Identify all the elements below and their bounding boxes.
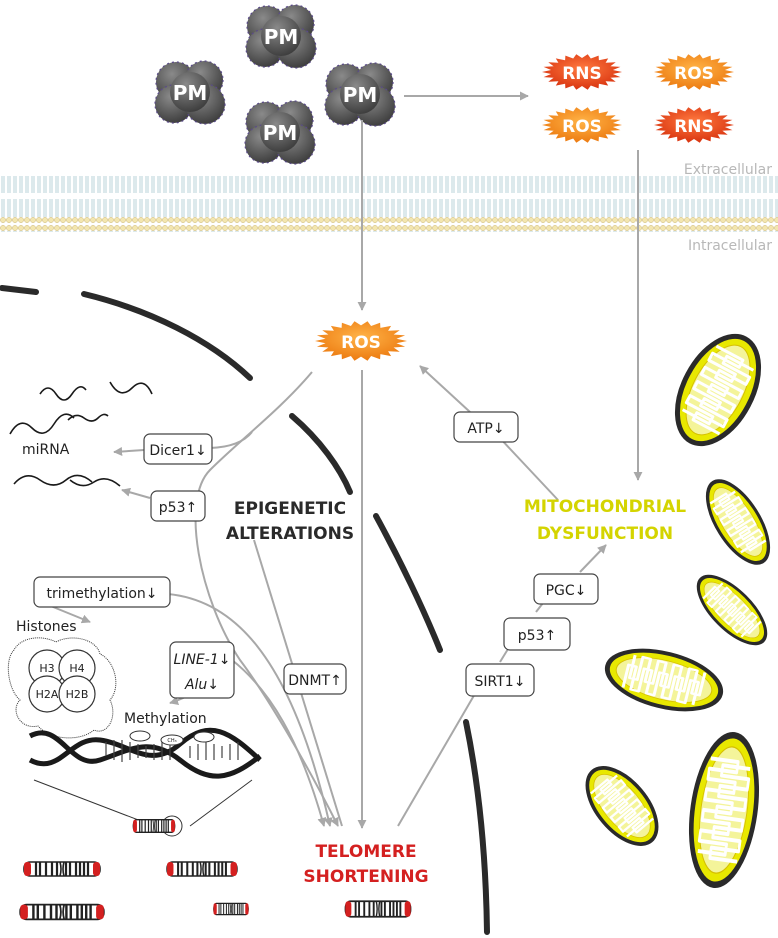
cell-membrane bbox=[0, 176, 778, 232]
zoom-lines bbox=[33, 779, 253, 827]
nuclear-envelope-segment bbox=[373, 513, 443, 653]
mito-title-1: MITOCHONDRIAL bbox=[524, 497, 686, 517]
alu-label: Alu↓ bbox=[184, 677, 219, 693]
mitochondrion bbox=[683, 731, 766, 889]
histone-h3: H3 bbox=[39, 662, 54, 675]
p53-left-label: p53↑ bbox=[159, 500, 197, 516]
pm-label: PM bbox=[343, 83, 378, 107]
methylation-label: Methylation bbox=[124, 711, 207, 727]
telomere-title-2: SHORTENING bbox=[303, 867, 428, 887]
mitochondrion bbox=[661, 323, 775, 457]
arrow-trimethylation-to-telomere bbox=[167, 593, 333, 827]
box-trimethylation: trimethylation↓ bbox=[33, 576, 171, 608]
arrow-pgc-to-mito bbox=[579, 544, 607, 573]
pm-particle: PM bbox=[244, 100, 316, 165]
mirna-strand bbox=[9, 413, 75, 435]
dna-helix: CH₃ bbox=[28, 727, 262, 779]
rns-burst: RNS bbox=[654, 107, 734, 143]
histone-h2a: H2A bbox=[36, 688, 59, 701]
mirna-strand bbox=[67, 413, 109, 422]
arrow-p53-to-mirna bbox=[121, 487, 151, 499]
ros-label: ROS bbox=[674, 64, 714, 84]
pm-label: PM bbox=[264, 25, 299, 49]
pm-particle: PM bbox=[324, 62, 396, 127]
arrow-dicer-to-mirna bbox=[113, 446, 145, 456]
chromosome bbox=[18, 903, 106, 921]
rns-burst: RNS bbox=[542, 54, 622, 90]
box-atp: ATP↓ bbox=[453, 411, 519, 443]
nuclear-envelope-segment bbox=[81, 291, 253, 381]
ros-burst: ROS bbox=[542, 107, 622, 143]
rns-label: RNS bbox=[674, 117, 714, 137]
mito-title-2: DYSFUNCTION bbox=[537, 524, 673, 544]
histones-label: Histones bbox=[16, 619, 77, 635]
mitochondrion bbox=[693, 469, 778, 575]
box-p53-right: p53↑ bbox=[503, 617, 571, 651]
histone-h4: H4 bbox=[69, 662, 84, 675]
mirna-strands bbox=[9, 381, 153, 487]
pm-particle: PM bbox=[154, 60, 226, 125]
connector-dicer bbox=[209, 431, 253, 449]
arrow-atp-to-ros bbox=[419, 365, 471, 413]
mirna-strand bbox=[109, 381, 153, 395]
chromosome bbox=[132, 818, 176, 834]
atp-label: ATP↓ bbox=[467, 421, 504, 437]
arrow-ros-to-telomere-left bbox=[194, 371, 339, 827]
mirna-strand bbox=[13, 474, 93, 486]
nuclear-envelope-segment bbox=[289, 413, 353, 495]
telomere-title-1: TELOMERE bbox=[315, 842, 416, 862]
box-pgc: PGC↓ bbox=[533, 573, 599, 605]
chromosome bbox=[22, 860, 102, 878]
nucleosome: H3 H4 H2A H2B bbox=[7, 637, 117, 739]
box-p53-left: p53↑ bbox=[150, 490, 206, 522]
dnmt-label: DNMT↑ bbox=[288, 673, 342, 689]
rns-label: RNS bbox=[562, 64, 602, 84]
box-dicer1: Dicer1↓ bbox=[143, 433, 213, 465]
mirna-label: miRNA bbox=[22, 442, 70, 458]
arrow-line1-to-telomere bbox=[231, 659, 327, 827]
chromosome bbox=[212, 902, 250, 916]
p53-right-label: p53↑ bbox=[518, 628, 556, 644]
chromosome bbox=[344, 900, 412, 918]
epigenetic-title-2: ALTERATIONS bbox=[226, 524, 354, 544]
mirna-strand bbox=[69, 478, 121, 487]
pm-particle: PM bbox=[245, 4, 317, 69]
mitochondrion bbox=[686, 564, 778, 656]
pgc-label: PGC↓ bbox=[546, 583, 587, 599]
extracellular-label: Extracellular bbox=[684, 162, 772, 178]
nuclear-envelope-segment bbox=[463, 719, 490, 935]
intracellular-label: Intracellular bbox=[688, 238, 772, 254]
nuclear-envelope bbox=[0, 285, 490, 935]
box-line1-alu: LINE-1↓ Alu↓ bbox=[169, 641, 235, 699]
epigenetic-title-1: EPIGENETIC bbox=[234, 499, 346, 519]
connector-telomere-sirt1 bbox=[397, 691, 477, 827]
box-dnmt: DNMT↑ bbox=[283, 663, 347, 695]
box-sirt1: SIRT1↓ bbox=[465, 663, 535, 697]
mirna-strand bbox=[39, 386, 87, 401]
ros-burst: ROS bbox=[654, 54, 734, 90]
nuclear-envelope-segment bbox=[0, 285, 39, 295]
connector-mito-atp bbox=[497, 435, 559, 501]
sirt1-label: SIRT1↓ bbox=[475, 674, 526, 690]
histone-h2b: H2B bbox=[66, 688, 89, 701]
arrows bbox=[35, 91, 643, 829]
dicer1-label: Dicer1↓ bbox=[149, 443, 206, 459]
ros-label: ROS bbox=[562, 117, 602, 137]
pm-label: PM bbox=[263, 121, 298, 145]
line1-label: LINE-1↓ bbox=[174, 652, 231, 668]
ch3-label: CH₃ bbox=[167, 738, 176, 744]
ros-central-label: ROS bbox=[341, 333, 381, 353]
pm-label: PM bbox=[173, 81, 208, 105]
mitochondrion bbox=[572, 753, 672, 859]
trimethylation-label: trimethylation↓ bbox=[46, 586, 157, 602]
ros-central-burst: ROS bbox=[315, 321, 407, 361]
mitochondrion bbox=[601, 640, 726, 720]
chromosome bbox=[165, 860, 239, 878]
